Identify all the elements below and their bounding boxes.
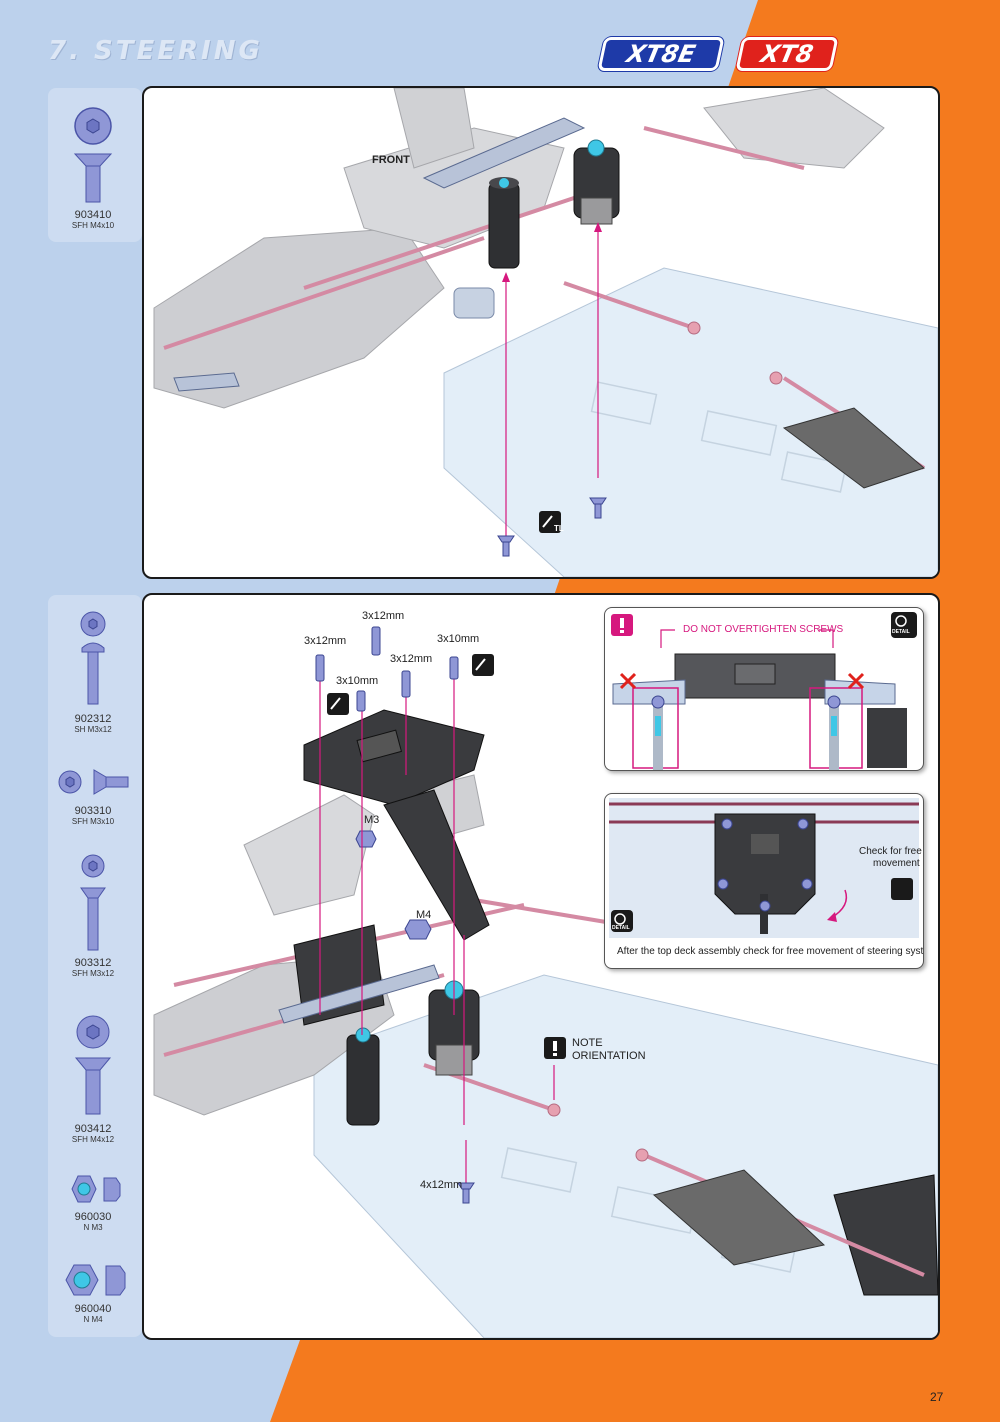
part-desc: SH M3x12 — [74, 725, 112, 734]
badge-xt8: XT8 — [739, 40, 835, 68]
part-desc: N M3 — [83, 1223, 103, 1232]
part-960030: 960030 N M3 — [48, 1172, 138, 1232]
nut-m3-label: M3 — [364, 814, 380, 826]
part-903310: 903310 SFH M3x10 — [48, 764, 138, 826]
front-label: FRONT — [372, 154, 410, 166]
nut-m4-icon — [65, 1264, 126, 1296]
part-code: 903410 — [74, 209, 112, 221]
step1-panel: TL FRONT TL — [142, 86, 940, 579]
warning-illustration — [611, 612, 917, 770]
part-902312: 902312 SH M3x12 — [48, 608, 138, 734]
bottom-screw-label: 4x12mm — [420, 1179, 463, 1191]
part-960040: 960040 N M4 — [48, 1262, 138, 1324]
warning-detail-label: DETAIL — [892, 629, 910, 635]
countersunk-screw-large-icon — [74, 1015, 112, 1115]
part-903410: 903410 SFH M4x10 — [48, 104, 138, 230]
step2-illustration — [153, 626, 938, 1338]
part-903412: 903412 SFH M4x12 — [48, 1014, 138, 1144]
check-illustration — [609, 798, 919, 938]
note-line2: ORIENTATION — [572, 1050, 646, 1062]
screw-label-d: 3x12mm — [390, 653, 433, 665]
nut-m4-label: M4 — [416, 909, 432, 921]
check-detail-label: DETAIL — [612, 925, 630, 931]
badge-xt8e-label: XT8E — [624, 40, 698, 68]
note-line1: NOTE — [572, 1037, 603, 1049]
check-detail-box: Check for free movement DETAIL After the… — [604, 793, 924, 969]
step1-illustration: TL — [153, 88, 938, 577]
part-desc: N M4 — [83, 1315, 103, 1324]
part-code: 903412 — [74, 1123, 112, 1135]
part-code: 903312 — [74, 957, 112, 969]
countersunk-screw-icon — [80, 854, 106, 951]
screw-label-b: 3x12mm — [304, 635, 347, 647]
part-code: 960030 — [74, 1211, 112, 1223]
part-desc: SFH M3x10 — [71, 817, 115, 826]
screw-label-e: 3x10mm — [336, 675, 379, 687]
section-title: 7. STEERING — [48, 36, 263, 66]
warning-detail-box: DO NOT OVERTIGHTEN SCREWS DETAIL — [604, 607, 924, 771]
part-desc: SFH M3x12 — [71, 969, 115, 978]
check-caption: After the top deck assembly check for fr… — [617, 946, 924, 957]
badge-xt8-label: XT8 — [758, 40, 816, 68]
part-code: 903310 — [74, 805, 112, 817]
part-code: 960040 — [74, 1303, 112, 1315]
page-number: 27 — [930, 1390, 944, 1404]
svg-text:TL: TL — [554, 524, 564, 533]
screw-label-a: 3x12mm — [362, 610, 405, 622]
part-code: 902312 — [74, 713, 112, 725]
step2-parts-sidebar — [48, 595, 142, 1337]
screw-label-c: 3x10mm — [437, 633, 480, 645]
warning-text: DO NOT OVERTIGHTEN SCREWS — [683, 624, 844, 635]
nut-m3-icon — [71, 1175, 121, 1203]
badge-xt8e: XT8E — [601, 40, 721, 68]
part-903312: 903312 SFH M3x12 — [48, 852, 138, 978]
socket-head-screw-icon — [80, 611, 106, 705]
countersunk-screw-icon — [73, 107, 113, 203]
step2-panel: 3x12mm 3x12mm 3x10mm 3x12mm 3x10mm M3 M4… — [142, 593, 940, 1340]
part-desc: SFH M4x12 — [71, 1135, 115, 1144]
countersunk-screw-small-icon — [58, 769, 129, 795]
check-line1: Check for free — [859, 846, 922, 857]
check-line2: movement — [873, 858, 920, 869]
part-desc: SFH M4x10 — [71, 221, 115, 230]
